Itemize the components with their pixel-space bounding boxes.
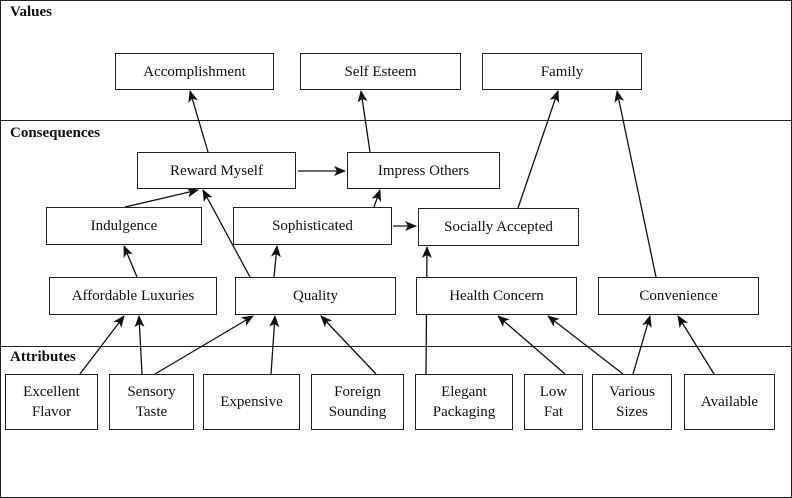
node-sophisticated: Sophisticated — [233, 207, 392, 245]
section-label-consequences: Consequences — [10, 125, 101, 141]
node-sensory-taste: Sensory Taste — [109, 374, 194, 430]
arrow-sensory-taste-to-quality — [154, 315, 254, 375]
node-low-fat: Low Fat — [524, 374, 583, 430]
arrow-available-to-convenience — [677, 315, 715, 375]
node-family: Family — [482, 53, 642, 90]
arrow-excellent-flavor-to-affordable-luxuries — [79, 315, 125, 375]
node-available: Available — [684, 374, 775, 430]
arrow-sensory-taste-to-affordable-luxuries — [134, 315, 145, 375]
arrow-foreign-sounding-to-quality — [320, 315, 377, 375]
node-elegant-packaging: Elegant Packaging — [415, 374, 513, 430]
arrow-affordable-luxuries-to-indulgence — [123, 245, 138, 278]
node-health-concern: Health Concern — [416, 277, 577, 315]
node-accomplishment: Accomplishment — [115, 53, 274, 90]
node-socially-accepted: Socially Accepted — [418, 208, 579, 246]
node-expensive: Expensive — [203, 374, 300, 430]
arrow-low-fat-to-health-concern — [497, 315, 566, 375]
node-impress-others: Impress Others — [347, 152, 500, 189]
arrow-convenience-to-family — [614, 90, 657, 278]
node-self-esteem: Self Esteem — [300, 53, 461, 90]
arrow-expensive-to-quality — [269, 315, 280, 375]
section-label-attributes: Attributes — [10, 349, 76, 365]
node-indulgence: Indulgence — [46, 207, 202, 245]
node-various-sizes: Various Sizes — [592, 374, 672, 430]
arrow-reward-myself-to-accomplishment — [188, 90, 209, 153]
node-affordable-luxuries: Affordable Luxuries — [49, 277, 217, 315]
node-convenience: Convenience — [598, 277, 759, 315]
arrow-quality-to-sophisticated — [270, 245, 281, 278]
node-excellent-flavor: Excellent Flavor — [5, 374, 98, 430]
arrow-various-sizes-to-convenience — [632, 315, 652, 375]
arrow-impress-others-to-self-esteem — [357, 90, 371, 153]
arrow-quality-to-reward-myself — [202, 189, 251, 278]
arrow-sophisticated-to-impress-others — [371, 189, 382, 208]
node-reward-myself: Reward Myself — [137, 152, 296, 189]
attributes-divider — [0, 346, 792, 347]
arrow-socially-accepted-to-family — [517, 90, 560, 209]
values-divider — [0, 120, 792, 121]
node-foreign-sounding: Foreign Sounding — [311, 374, 404, 430]
arrow-indulgence-to-reward-myself — [124, 187, 199, 208]
node-quality: Quality — [235, 277, 396, 315]
arrow-various-sizes-to-health-concern — [547, 315, 624, 375]
section-label-values: Values — [10, 4, 52, 20]
